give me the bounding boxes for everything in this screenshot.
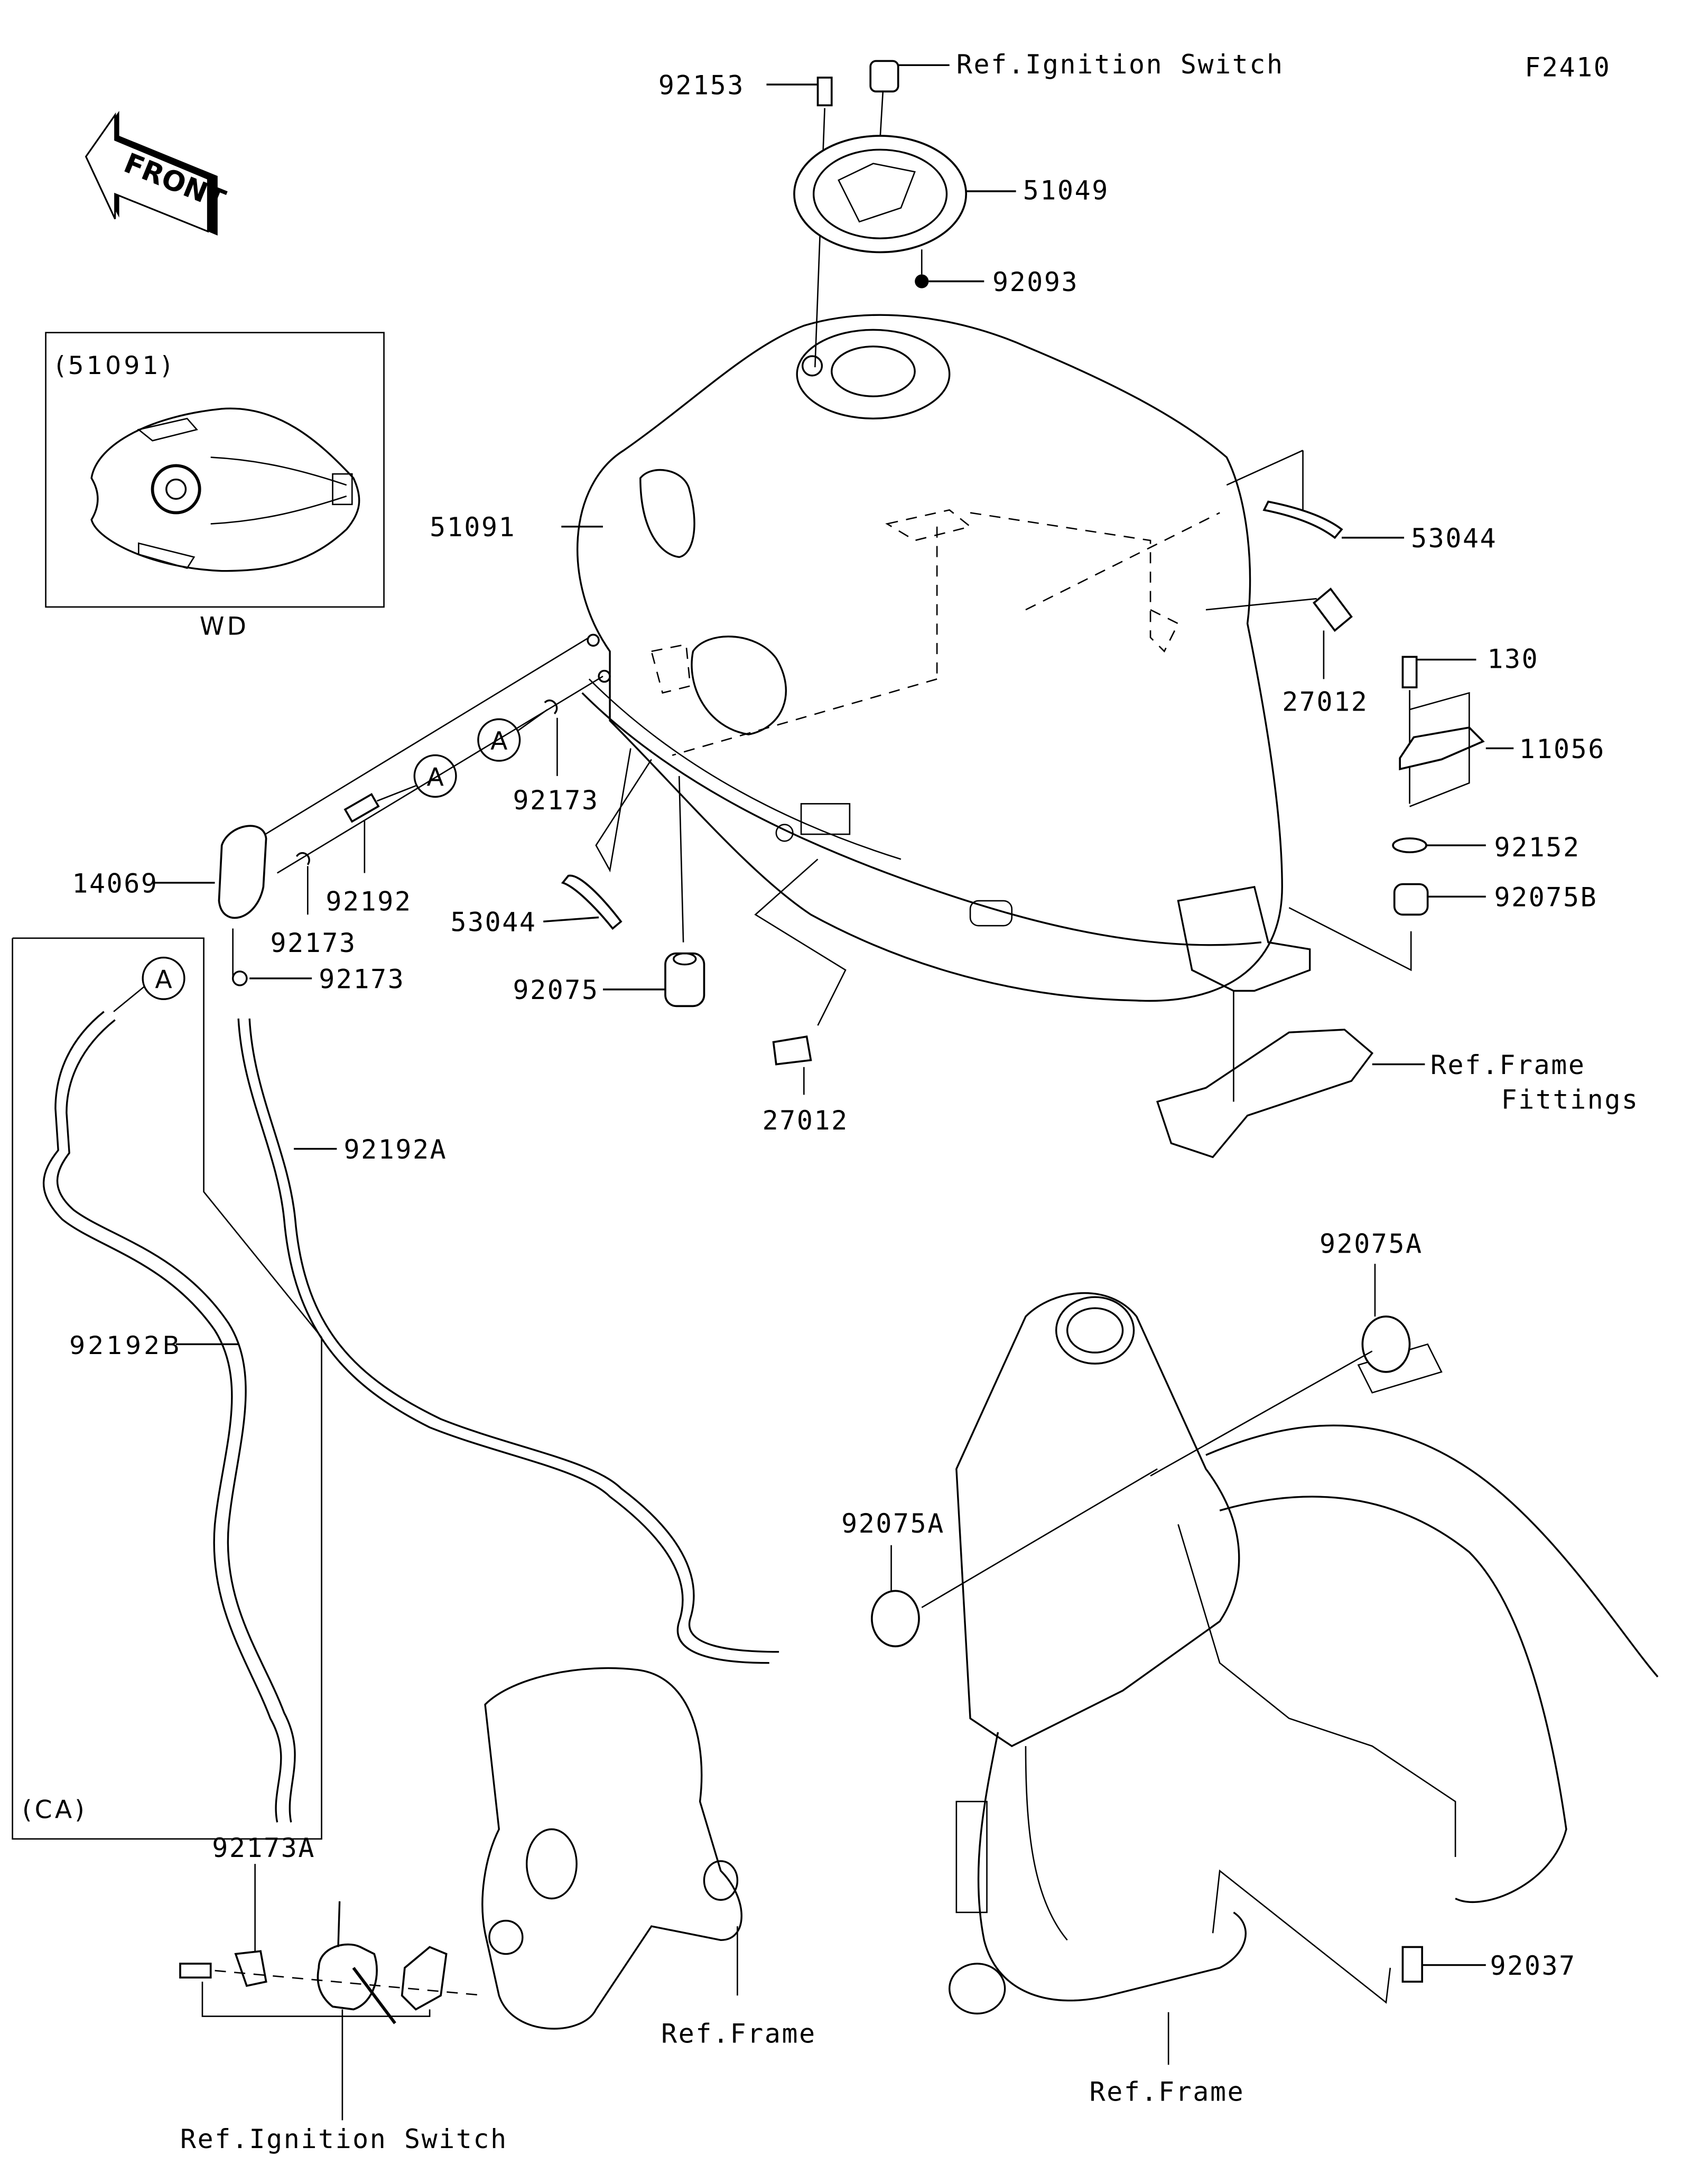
- tank-top-view-icon: [90, 407, 360, 572]
- callout-ref-ignition-switch-bottom: Ref.Ignition Switch: [180, 2124, 508, 2154]
- filter-14069-icon: [218, 825, 267, 919]
- inset-wd-variant: (51091) WD: [45, 332, 385, 641]
- screw-92153-icon: [816, 77, 833, 107]
- ignition-bracket-assembly: Ref.Frame 92173A Ref.Ignition Switch: [179, 1667, 816, 2154]
- hose-92192-icon: [343, 792, 380, 823]
- callout-92037: 92037: [1490, 1950, 1576, 1981]
- callout-ref-frame-fittings-line2: Fittings: [1501, 1084, 1639, 1115]
- clamp-92173-mid-icon: [295, 852, 310, 865]
- damper-92075A-upper-icon: [1361, 1315, 1411, 1373]
- front-arrow-icon: FRONT: [85, 110, 230, 236]
- connection-marker-a-lower: [413, 754, 457, 798]
- callout-92173-lower: 92173: [319, 964, 405, 994]
- clamp-92173-icon: [544, 699, 558, 715]
- callout-92152: 92152: [1494, 832, 1581, 863]
- callout-92192B: 92192B: [69, 1331, 182, 1360]
- callout-ref-frame-middle: Ref.Frame: [661, 2018, 816, 2049]
- callout-92192: 92192: [326, 886, 412, 917]
- callout-92192A: 92192A: [343, 1134, 447, 1165]
- callout-92173-upper: 92173: [513, 785, 599, 816]
- ignition-switch-bracket-icon: [317, 1943, 378, 2011]
- clamp-92173A-icon: [234, 1950, 267, 1987]
- top-parts: 92153 Ref.Ignition Switch 51049 92093: [658, 49, 1284, 368]
- callout-92075: 92075: [513, 975, 599, 1005]
- callout-51091: 51091: [430, 512, 516, 543]
- callout-ref-frame-right: Ref.Frame: [1090, 2077, 1245, 2107]
- bolt-icon: [179, 1963, 212, 1978]
- label-27012-icon: [1313, 587, 1353, 632]
- bolt-130-icon: [1401, 656, 1418, 688]
- ca-variant-box: A 92192B (CA): [12, 937, 322, 1840]
- callout-53044-left: 53044: [450, 907, 536, 938]
- ignition-plug-icon: [869, 60, 899, 92]
- callout-14069: 14069: [72, 868, 158, 899]
- fuel-cap-51049-icon: [793, 135, 968, 254]
- damper-92075-icon: [664, 952, 705, 1007]
- collar-92152-icon: [1392, 837, 1427, 854]
- inset-title: (51091): [55, 351, 174, 380]
- callout-27012-right: 27012: [1282, 687, 1368, 717]
- clamp-92173-lower-icon: [231, 970, 248, 986]
- inset-caption: WD: [200, 612, 249, 641]
- ca-caption: (CA): [22, 1796, 87, 1825]
- connection-marker-a-ca: [142, 956, 185, 1000]
- callout-11056: 11056: [1519, 734, 1605, 764]
- label-27012-bottom-icon: [772, 1035, 812, 1066]
- figure-code: F2410: [1525, 52, 1611, 82]
- hose-92192A: [237, 1018, 769, 1664]
- connection-marker-a-upper: [477, 718, 521, 762]
- cushion-53044-left-icon: [561, 874, 622, 930]
- callout-92153: 92153: [658, 70, 745, 100]
- bolt-92037-icon: [1401, 1946, 1423, 1983]
- right-parts: 53044 27012 130 11056 92152 92075B: [1205, 450, 1605, 972]
- bracket-11056-icon: [1399, 726, 1485, 771]
- callout-92075A-upper: 92075A: [1320, 1228, 1423, 1259]
- callout-92173-mid: 92173: [270, 928, 356, 958]
- callout-53044-right: 53044: [1411, 523, 1497, 554]
- damper-92075B-icon: [1393, 883, 1429, 916]
- callout-ref-frame-fittings-line1: Ref.Frame: [1430, 1050, 1586, 1080]
- grommet-92093-icon: [915, 274, 929, 288]
- cushion-53044-icon: [1262, 500, 1343, 539]
- lower-tank-parts: 53044 92075 27012: [450, 748, 849, 1136]
- callout-130: 130: [1487, 643, 1539, 674]
- callout-92093: 92093: [992, 267, 1079, 297]
- callout-92075A-lower: 92075A: [841, 1508, 945, 1539]
- connection-marker-a-upper-label: A: [490, 727, 507, 756]
- connection-marker-a-ca-label: A: [155, 965, 172, 994]
- hose-92192B: [42, 1011, 282, 1823]
- damper-92075A-lower-icon: [871, 1590, 920, 1648]
- frame-fittings: Ref.Frame Fittings: [1156, 885, 1639, 1159]
- callout-ref-ignition-switch-top: Ref.Ignition Switch: [956, 49, 1284, 80]
- callout-92173A: 92173A: [212, 1833, 315, 1863]
- callout-51049: 51049: [1023, 175, 1109, 206]
- fuel-tank-51091: 51091: [430, 314, 1283, 1002]
- frame-assembly: 92075A 92075A 92037 Ref.Frame: [841, 1228, 1659, 2107]
- hose-routing: A 92173 A 92192 14069 92173 92173 92192A: [72, 633, 779, 1664]
- callout-92075B: 92075B: [1494, 882, 1598, 913]
- callout-27012-bottom: 27012: [763, 1105, 849, 1136]
- connection-marker-a-lower-label: A: [426, 763, 443, 792]
